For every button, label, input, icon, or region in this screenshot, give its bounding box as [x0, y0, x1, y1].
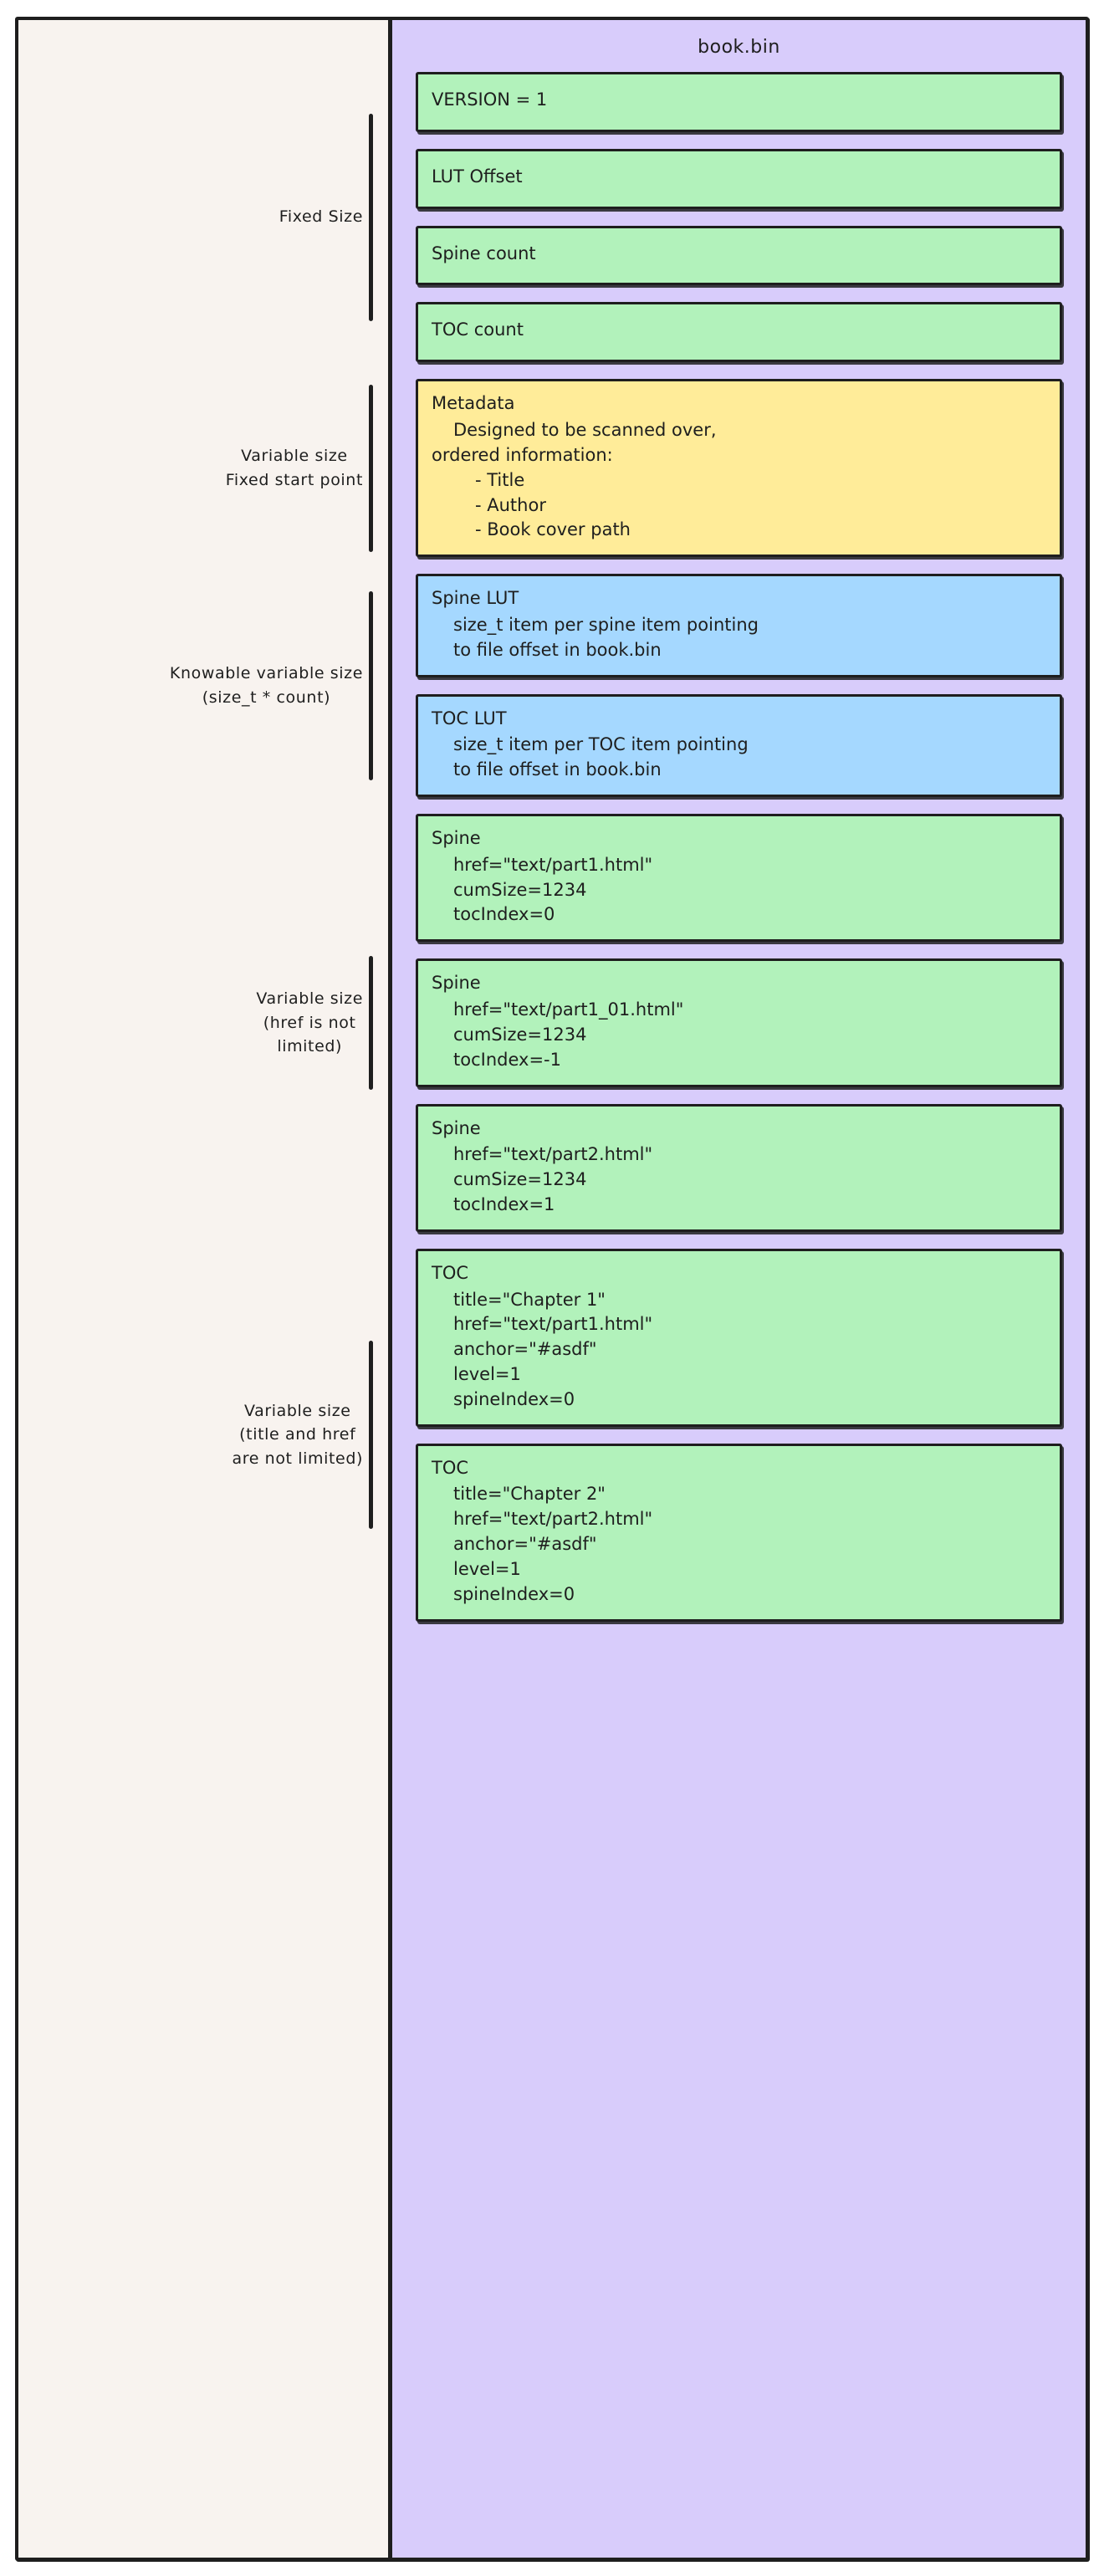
block-spine-lut: Spine LUT size_t item per spine item poin…	[416, 574, 1062, 677]
block-spine-1-line-1: href="text/part1.html"	[453, 854, 653, 875]
block-toc-lut: TOC LUT size_t item per TOC item pointing…	[416, 693, 1062, 797]
block-spine-3-line-1: href="text/part2.html"	[453, 1144, 653, 1165]
annotation-bracket-0	[369, 113, 373, 321]
block-toc-lut-line-0: TOC LUT	[432, 708, 507, 728]
annotation-label-3: Variable size (href is not limited)	[256, 989, 363, 1056]
block-toc-lut-line-1: size_t item per TOC item pointing	[453, 734, 749, 755]
annotation-label-1: Variable size Fixed start point	[225, 447, 363, 489]
block-metadata-line-3: - Title	[475, 469, 525, 490]
block-toc-2-line-1: title="Chapter 2"	[453, 1484, 606, 1505]
block-spine-lut-line-2: to file offset in book.bin	[453, 639, 662, 660]
block-metadata-line-5: - Book cover path	[475, 519, 631, 540]
block-lut-offset: LUT Offset	[416, 148, 1062, 209]
block-spine-lut-line-1: size_t item per spine item pointing	[453, 614, 759, 635]
block-metadata-line-2: ordered information:	[432, 444, 613, 465]
block-metadata-line-0: Metadata	[432, 393, 515, 414]
annotation-group-1: Variable size Fixed start point	[18, 382, 388, 554]
annotation-bracket-2	[369, 590, 373, 780]
block-version-line-0: VERSION = 1	[432, 89, 548, 110]
block-toc-lut-line-2: to file offset in book.bin	[453, 759, 662, 780]
block-spine-3: Spine href="text/part2.html" cumSize=1234 t…	[416, 1103, 1062, 1232]
block-spine-count: Spine count	[416, 225, 1062, 286]
annotation-group-0: Fixed Size	[18, 75, 388, 359]
block-spine-2-line-0: Spine	[432, 973, 481, 994]
block-spine-1-line-3: tocIndex=0	[453, 904, 555, 925]
annotation-bracket-1	[369, 384, 373, 552]
block-toc-count-line-0: TOC count	[432, 319, 524, 340]
block-toc-1-line-4: level=1	[453, 1364, 521, 1384]
block-spine-2-line-3: tocIndex=-1	[453, 1049, 561, 1070]
annotation-label-4: Variable size (title and href are not li…	[232, 1401, 363, 1468]
block-toc-1-line-0: TOC	[432, 1262, 469, 1283]
block-spine-1: Spine href="text/part1.html" cumSize=1234 t…	[416, 814, 1062, 943]
annotation-label-2: Knowable variable size (size_t * count)	[169, 664, 363, 707]
block-spine-1-line-2: cumSize=1234	[453, 879, 587, 900]
annotation-label-0: Fixed Size	[279, 207, 363, 227]
block-toc-2-line-3: anchor="#asdf"	[453, 1534, 597, 1555]
block-spine-count-line-0: Spine count	[432, 243, 536, 263]
annotation-group-4: Variable size (title and href are not li…	[18, 1252, 388, 1618]
block-toc-2-line-2: href="text/part2.html"	[453, 1509, 653, 1530]
annotation-group-2: Knowable variable size (size_t * count)	[18, 577, 388, 794]
block-spine-2-line-2: cumSize=1234	[453, 1024, 587, 1045]
block-toc-2: TOC title="Chapter 2" href="text/part2.htm…	[416, 1443, 1062, 1622]
block-toc-1-line-2: href="text/part1.html"	[453, 1314, 653, 1335]
block-metadata-line-1: Designed to be scanned over,	[453, 420, 717, 441]
annotation-bracket-4	[369, 1341, 373, 1530]
block-toc-1: TOC title="Chapter 1" href="text/part1.htm…	[416, 1248, 1062, 1427]
block-toc-count: TOC count	[416, 302, 1062, 363]
block-spine-2: Spine href="text/part1_01.html" cumSize=12…	[416, 958, 1062, 1087]
block-spine-2-line-1: href="text/part1_01.html"	[453, 999, 684, 1020]
block-toc-1-line-5: spineIndex=0	[453, 1388, 575, 1409]
block-lut-offset-line-0: LUT Offset	[432, 166, 523, 187]
block-spine-1-line-0: Spine	[432, 828, 481, 848]
block-version: VERSION = 1	[416, 72, 1062, 132]
file-title: book.bin	[698, 37, 780, 58]
block-spine-3-line-2: cumSize=1234	[453, 1169, 587, 1190]
block-toc-1-line-1: title="Chapter 1"	[453, 1289, 606, 1310]
block-spine-3-line-0: Spine	[432, 1117, 481, 1138]
annotation-bracket-3	[369, 955, 373, 1090]
block-metadata-line-4: - Author	[475, 494, 546, 515]
block-spine-lut-line-0: Spine LUT	[432, 588, 519, 609]
block-spine-3-line-3: tocIndex=1	[453, 1193, 555, 1214]
block-toc-2-line-0: TOC	[432, 1457, 469, 1478]
annotation-group-3: Variable size (href is not limited)	[18, 817, 388, 1229]
block-toc-2-line-5: spineIndex=0	[453, 1583, 575, 1604]
block-toc-1-line-3: anchor="#asdf"	[453, 1339, 597, 1360]
block-toc-2-line-4: level=1	[453, 1558, 521, 1579]
